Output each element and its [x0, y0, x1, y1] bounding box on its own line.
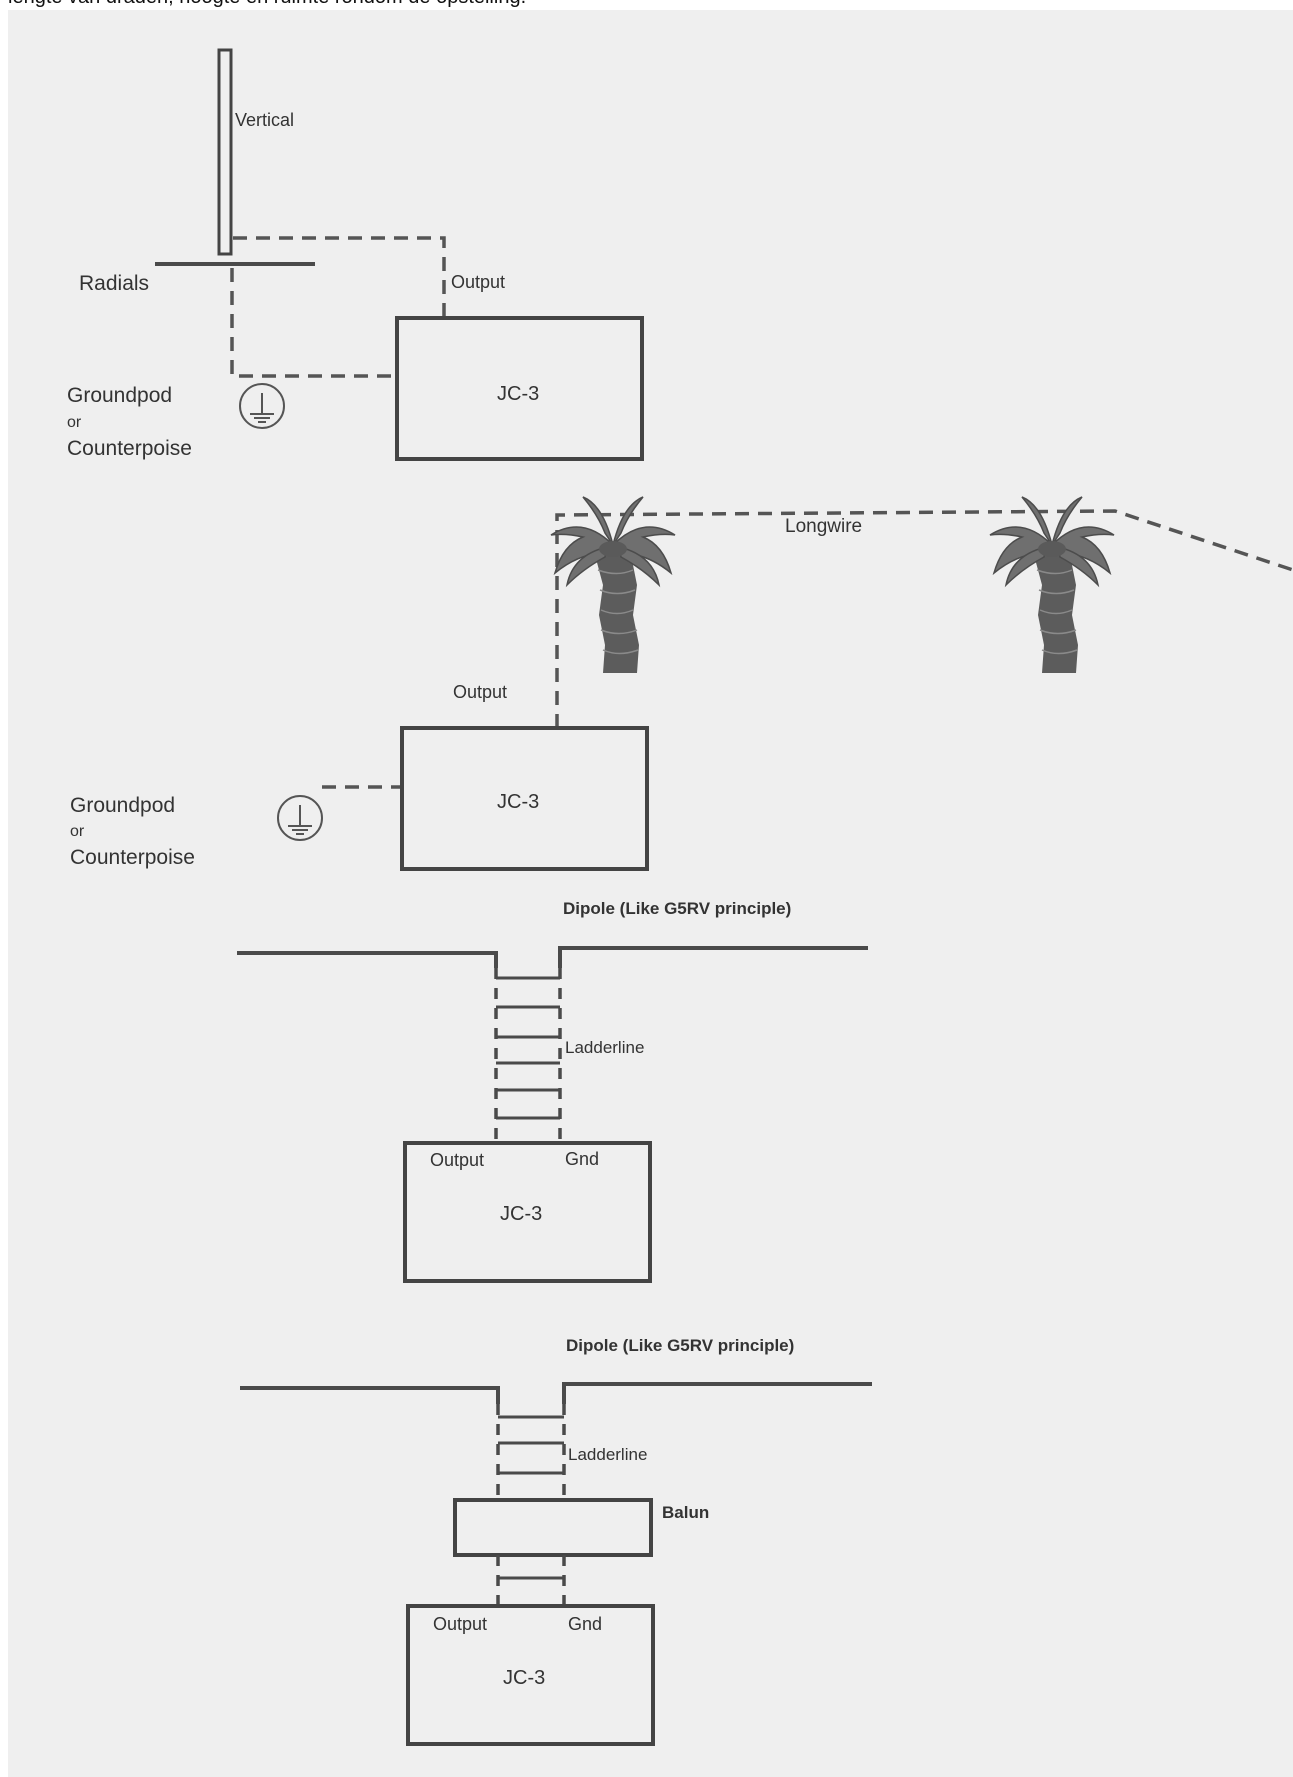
- balun-label: Balun: [662, 1503, 709, 1522]
- ladderline-label-1: Ladderline: [565, 1038, 644, 1057]
- dipole-right-arm: [558, 946, 868, 968]
- dipole-left-arm-2: [240, 1386, 500, 1404]
- balun-box: [453, 1498, 653, 1557]
- dipole-label-1: Dipole (Like G5RV principle): [563, 899, 791, 918]
- jc3-label-4: JC-3: [503, 1667, 545, 1689]
- counterpoise-label-1: Counterpoise: [67, 437, 192, 460]
- groundpod-label-2: Groundpod: [70, 794, 175, 817]
- ground-feed-line: [230, 268, 396, 378]
- dipole-balun-diagram: Dipole (Like G5RV principle) Ladderline …: [240, 1336, 872, 1746]
- vertical-label: Vertical: [235, 110, 294, 130]
- or-label-1: or: [67, 414, 82, 431]
- jc3-box-1: [395, 316, 644, 461]
- longwire-line: [555, 509, 1293, 728]
- dipole-left-arm: [237, 951, 498, 968]
- jc3-box-4: [406, 1604, 655, 1746]
- paper-sheet: [8, 10, 1293, 1777]
- caption-text: lengte van draden, hoogte en ruimte rond…: [8, 0, 526, 9]
- dipole-label-2: Dipole (Like G5RV principle): [566, 1336, 794, 1355]
- dipole-ladderline-diagram: Dipole (Like G5RV principle) Ladderline …: [237, 899, 868, 1283]
- vertical-element: [217, 48, 233, 256]
- jc3-box-3: [403, 1141, 652, 1283]
- counterpoise-label-2: Counterpoise: [70, 846, 195, 869]
- output-label-4: Output: [433, 1614, 487, 1634]
- gnd-label-3: Gnd: [565, 1149, 599, 1169]
- groundpod-label-1: Groundpod: [67, 384, 172, 407]
- radials-label: Radials: [79, 272, 149, 295]
- jc3-box-2: [400, 726, 649, 871]
- output-label-1: Output: [451, 272, 505, 292]
- jc3-label-3: JC-3: [500, 1203, 542, 1225]
- ladderline-label-2: Ladderline: [568, 1445, 647, 1464]
- longwire-label: Longwire: [785, 516, 862, 537]
- output-feed-line: [233, 236, 446, 318]
- jc3-label-2: JC-3: [497, 791, 539, 813]
- vertical-antenna-diagram: Vertical Radials Output JC-3 Groundpod o…: [67, 48, 644, 461]
- output-label-2: Output: [453, 682, 507, 702]
- longwire-antenna-diagram: Longwire Output JC-3 Groundpod or Counte…: [70, 496, 1293, 871]
- gnd-label-4: Gnd: [568, 1614, 602, 1634]
- or-label-2: or: [70, 823, 85, 840]
- jc3-label-1: JC-3: [497, 383, 539, 405]
- dipole-right-arm-2: [562, 1382, 872, 1404]
- output-label-3: Output: [430, 1150, 484, 1170]
